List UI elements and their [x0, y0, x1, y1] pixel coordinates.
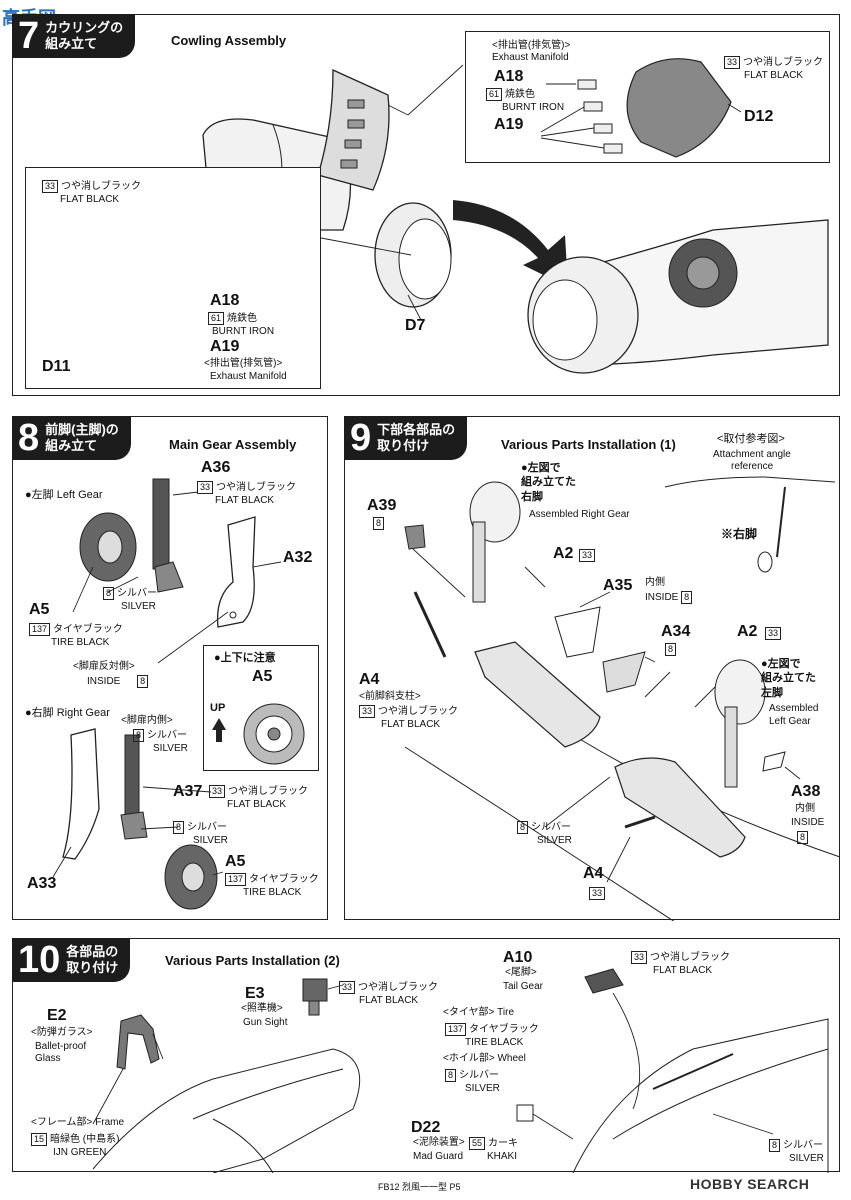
part-d12: D12: [744, 108, 774, 125]
step-title: Cowling Assembly: [171, 33, 287, 48]
brand-logo: HOBBY SEARCH: [690, 1176, 810, 1192]
part-d7: D7: [405, 317, 426, 334]
part-a32: A32: [283, 549, 313, 566]
step-10-tag: 10 各部品の取り付け: [12, 938, 131, 982]
part-a2-right: A2: [737, 623, 758, 640]
part-e3: E3: [245, 985, 265, 1002]
part-a35: A35: [603, 577, 633, 594]
part-d11: D11: [42, 358, 71, 375]
part-a4: A4: [359, 671, 380, 688]
orientation-note: ●上下に注意 A5 UP: [203, 645, 319, 771]
part-a36: A36: [201, 459, 231, 476]
step-8-tag: 8 前脚(主脚)の組み立て: [12, 416, 131, 460]
part-a38: A38: [791, 783, 821, 800]
part-a18: A18: [494, 68, 524, 85]
step-10-panel: 10 各部品の取り付け Various Parts Installation (…: [12, 938, 840, 1173]
part-a18-left: A18: [210, 292, 240, 309]
part-a39: A39: [367, 497, 397, 514]
cockpit-tail-drawing: [92, 968, 829, 1173]
up-arrow-icon: [212, 703, 305, 765]
part-a10: A10: [503, 949, 533, 966]
part-a19: A19: [494, 116, 524, 133]
step-number: 7: [18, 15, 40, 57]
lower-parts-drawing: [404, 476, 841, 921]
step-9-panel: 9 下部各部品の取り付け Various Parts Installation …: [344, 416, 841, 921]
part-d22: D22: [411, 1119, 441, 1136]
part-a5: A5: [29, 601, 50, 618]
part-e2: E2: [47, 1007, 67, 1024]
d12-drawing: [540, 58, 742, 158]
part-a34: A34: [661, 623, 691, 640]
part-a5-right: A5: [225, 853, 246, 870]
step-8-panel: 8 前脚(主脚)の組み立て Main Gear Assembly ●左脚 Lef…: [12, 416, 328, 920]
part-a33: A33: [27, 875, 57, 892]
page-footer: FB12 烈風一一型 P5: [378, 1182, 461, 1192]
part-a4-lower: A4: [583, 865, 604, 882]
part-a19-left: A19: [210, 338, 240, 355]
step-9-tag: 9 下部各部品の取り付け: [344, 416, 468, 460]
part-a2: A2: [553, 545, 574, 562]
step-7-tag: 7 カウリングの組み立て: [12, 14, 136, 58]
main-gear-drawing: [52, 478, 282, 910]
step-7-panel: 7 カウリングの組み立て Cowling Assembly: [12, 14, 840, 396]
part-a37: A37: [173, 783, 203, 800]
